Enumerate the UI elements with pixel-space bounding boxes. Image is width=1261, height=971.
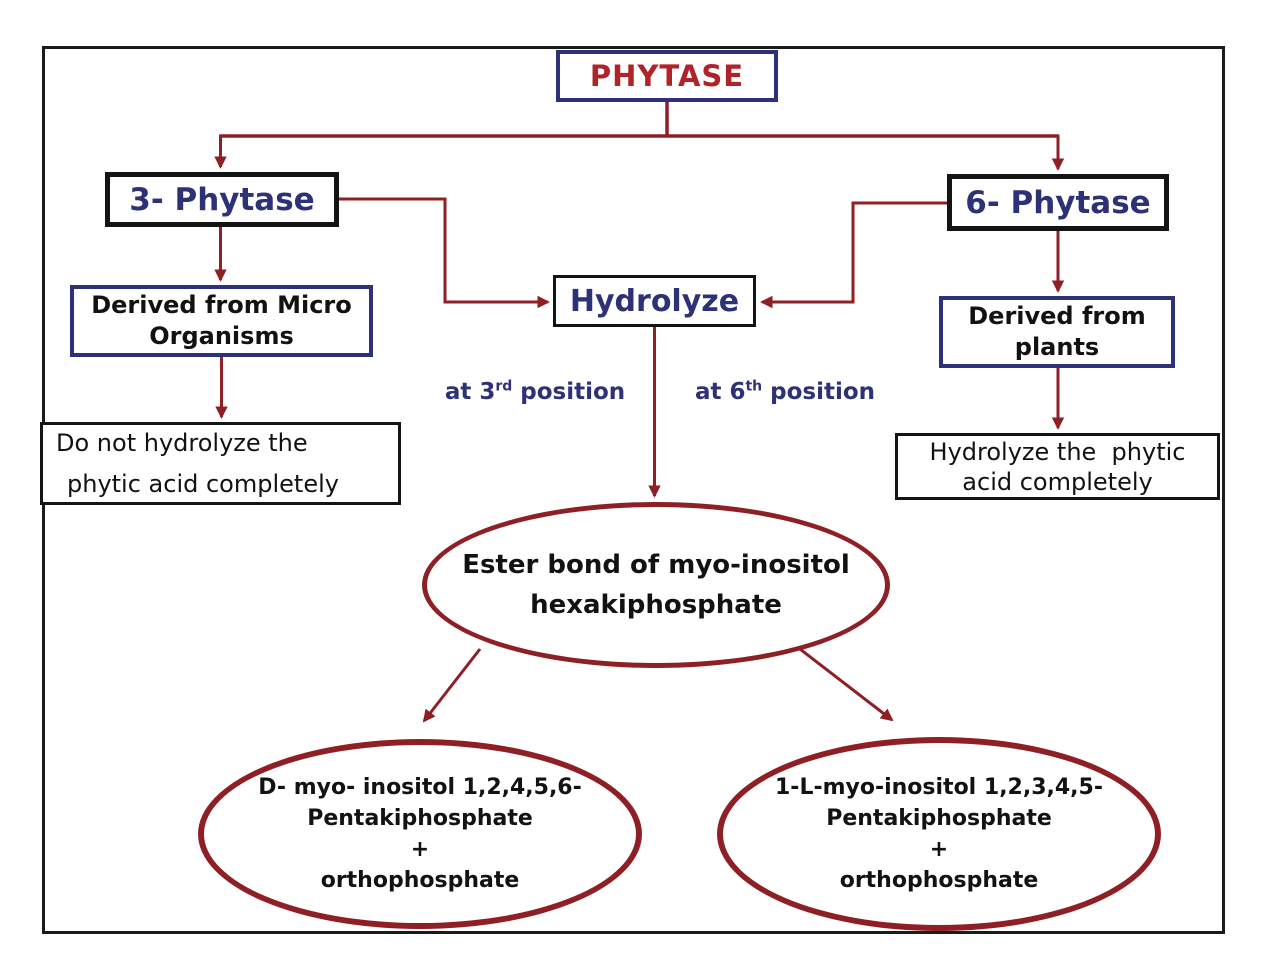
position-3rd-prefix: at 3 [444,379,496,405]
derived-plants-line-2: plants [1014,333,1100,361]
node-derived-plants: Derived from plants [939,296,1175,368]
derived-micro-line-1: Derived from Micro [91,290,352,319]
node-phytase: PHYTASE [556,50,778,102]
result-incomplete-line-1: Do not hydrolyze the [56,429,308,457]
product-left-line-1: D- myo- inositol 1,2,4,5,6- [258,774,582,800]
node-product-right-ellipse: 1-L-myo-inositol 1,2,3,4,5- Pentakiphosp… [717,737,1161,931]
product-left-line-4: orthophosphate [320,868,520,894]
ester-bond-line-1: Ester bond of myo-inositol [462,549,850,580]
node-product-left-ellipse: D- myo- inositol 1,2,4,5,6- Pentakiphosp… [198,739,642,929]
product-right-line-3: + [929,837,949,862]
position-6th-prefix: at 6 [694,379,746,405]
position-6th-superscript: th [745,378,763,395]
node-3-phytase: 3- Phytase [105,172,339,227]
phytase-label: PHYTASE [589,59,745,93]
product-right-line-1: 1-L-myo-inositol 1,2,3,4,5- [775,774,1103,800]
product-left-line-2: Pentakiphosphate [307,805,533,831]
result-incomplete-line-2: phytic acid completely [67,470,339,498]
position-3rd-suffix: position [512,379,626,405]
product-left-line-3: + [410,837,430,862]
node-6-phytase: 6- Phytase [947,174,1169,231]
node-ester-bond-ellipse: Ester bond of myo-inositol hexakiphospha… [422,502,890,668]
position-6th-suffix: position [762,379,876,405]
product-right-line-2: Pentakiphosphate [826,805,1052,831]
ester-bond-line-2: hexakiphosphate [530,590,782,620]
node-result-complete: Hydrolyze the phytic acid completely [895,433,1220,500]
result-complete-line-1: Hydrolyze the phytic [929,437,1186,466]
product-right-line-4: orthophosphate [839,868,1039,894]
position-3rd-superscript: rd [495,378,513,395]
derived-micro-line-2: Organisms [149,322,294,350]
node-result-incomplete: Do not hydrolyze the phytic acid complet… [40,422,401,505]
result-complete-line-2: acid completely [962,467,1153,496]
label-position-3rd: at 3rd position [440,379,630,405]
derived-plants-line-1: Derived from [968,301,1146,330]
label-position-6th: at 6th position [690,379,880,405]
6-phytase-label: 6- Phytase [965,184,1151,221]
3-phytase-label: 3- Phytase [129,181,315,218]
hydrolyze-label: Hydrolyze [569,283,740,319]
node-hydrolyze: Hydrolyze [553,275,756,327]
node-derived-micro-organisms: Derived from Micro Organisms [70,285,373,357]
